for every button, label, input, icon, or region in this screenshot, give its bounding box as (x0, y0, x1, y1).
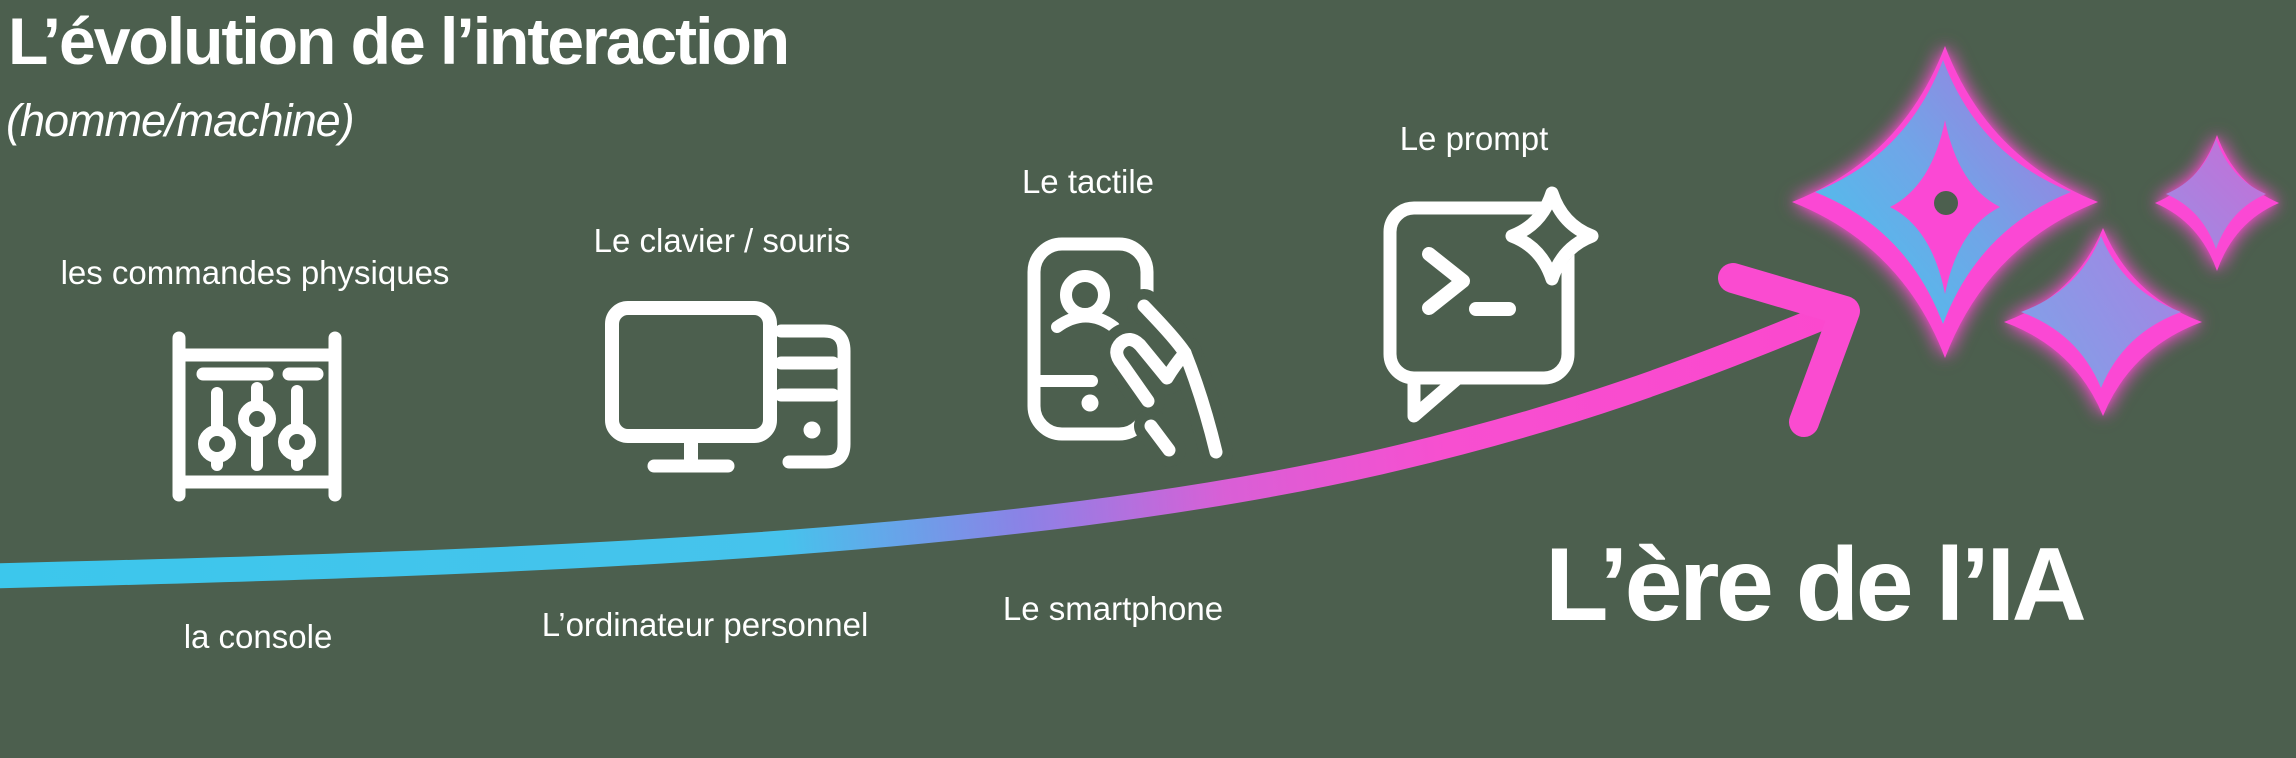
stage-label-commandes-physiques: les commandes physiques (60, 254, 450, 291)
stage-label-ordinateur-personnel: L’ordinateur personnel (541, 606, 869, 643)
smartphone-touch-icon (1027, 237, 1233, 469)
stage-label-prompt: Le prompt (1399, 120, 1549, 157)
arrow-head (1718, 263, 1860, 437)
control-panel-icon (172, 331, 342, 502)
page-subtitle: (homme/machine) (6, 95, 355, 146)
sparkle-medium (2004, 228, 2202, 416)
stage-label-console: la console (183, 618, 333, 655)
prompt-sparkle-icon (1505, 186, 1599, 286)
sparkle-knockout (1500, 181, 1604, 291)
stage-label-tactile: Le tactile (1021, 163, 1155, 200)
ai-sparkles-icon (1792, 46, 2279, 416)
arrow-swoosh-path (0, 299, 1849, 589)
sparkle-large (1792, 46, 2098, 358)
prompt-chat-icon (1383, 181, 1604, 423)
era-title: L’ère de l’IA (1545, 527, 2087, 643)
stage-label-smartphone: Le smartphone (1002, 590, 1224, 627)
evolution-arrow (0, 263, 1860, 589)
stage-label-clavier-souris: Le clavier / souris (593, 222, 851, 259)
sparkle-small (2155, 135, 2279, 271)
page-title: L’évolution de l’interaction (8, 4, 790, 78)
desktop-computer-icon (605, 301, 851, 473)
